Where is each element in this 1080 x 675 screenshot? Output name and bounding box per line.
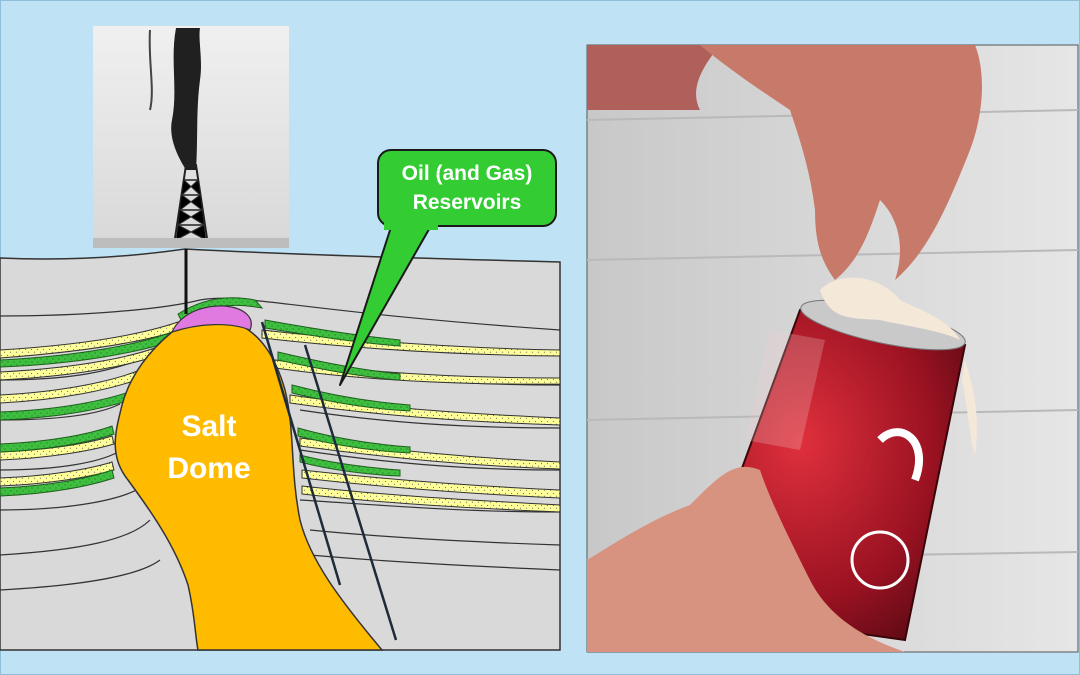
cross-section [0,248,561,651]
salt-dome-label-line2: Dome [167,452,250,485]
gusher-photo [93,26,289,248]
soda-photo [586,44,1079,653]
fault-line-1 [260,321,342,586]
salt-dome-label-line1: Salt [181,410,236,443]
reservoir-callout: Oil (and Gas) Reservoirs [339,149,557,386]
fault-line-2 [303,344,398,641]
callout-line1: Oil (and Gas) [402,162,533,185]
upper-hand [700,45,982,280]
lower-hand [587,466,905,652]
callout-line2: Reservoirs [413,191,522,214]
salt-dome-shape [114,318,384,651]
gas-cap-shape [170,305,252,333]
